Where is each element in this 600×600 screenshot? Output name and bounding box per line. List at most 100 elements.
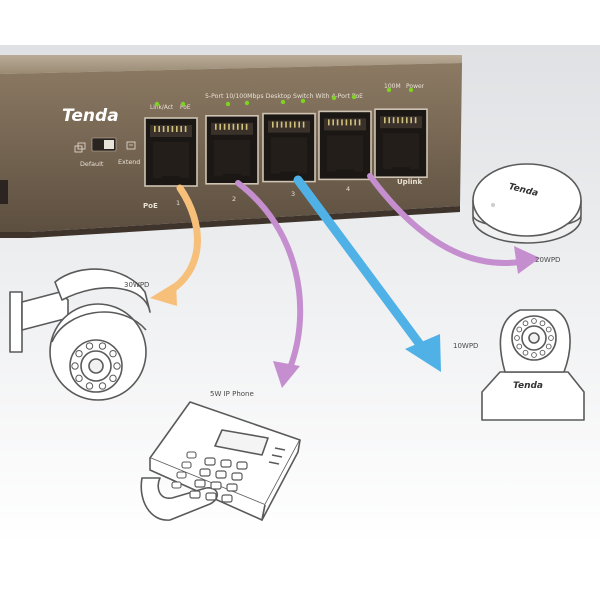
- port-pin: [298, 121, 300, 128]
- phone-key: [236, 461, 248, 470]
- led: [331, 95, 337, 101]
- arrow-port4-head: [514, 246, 540, 274]
- port-cavity: [214, 139, 250, 176]
- port-pin: [332, 119, 334, 126]
- port-pin: [384, 117, 386, 124]
- port-pin: [285, 121, 287, 128]
- ir-led: [113, 362, 121, 370]
- port-pin: [219, 123, 221, 130]
- ir-led: [98, 342, 107, 350]
- phone-key: [204, 457, 216, 466]
- port-pin: [176, 126, 178, 132]
- phone-keypad: [171, 451, 248, 503]
- ir-led: [545, 326, 552, 333]
- port-cavity: [153, 142, 189, 178]
- phone-key: [210, 481, 222, 490]
- port-number-3: 3: [291, 190, 295, 198]
- phone-function-key: [171, 481, 182, 489]
- phone-key: [221, 494, 233, 503]
- led-label-power: Power: [406, 83, 425, 90]
- led-label-link: Link/Act: [150, 105, 174, 111]
- port-contacts: [324, 118, 366, 131]
- port-pin: [154, 126, 156, 132]
- led-indicators: [154, 87, 414, 107]
- mode-extend-label: Extend: [118, 158, 140, 166]
- cube-camera-base: [481, 371, 585, 421]
- ir-led: [539, 349, 546, 356]
- phone-display: [214, 429, 269, 456]
- phone-key: [194, 479, 206, 488]
- port-pin: [245, 123, 248, 130]
- port-number-2: 2: [232, 195, 236, 203]
- ethernet-ports: [144, 108, 428, 187]
- arrow-port3-camera: [293, 175, 429, 355]
- port-pin: [354, 119, 356, 126]
- port-pin: [232, 123, 235, 130]
- phone-key: [189, 490, 201, 499]
- port-pin: [184, 126, 187, 132]
- port-cavity: [271, 137, 307, 174]
- ir-led: [85, 342, 94, 350]
- port-pin: [276, 121, 278, 128]
- ir-led: [539, 320, 546, 327]
- ir-led: [71, 362, 79, 370]
- ir-led: [531, 318, 537, 324]
- switch-top: [0, 55, 462, 74]
- access-point-power-label: 20WPD: [535, 256, 560, 264]
- ir-led: [514, 335, 520, 341]
- arrow-port1-head: [150, 282, 177, 306]
- port-pin: [167, 126, 169, 132]
- ptz-camera-power-label: 30WPD: [124, 281, 149, 289]
- port-pin: [171, 126, 174, 132]
- port-pin: [358, 119, 361, 126]
- phone-key: [199, 468, 211, 477]
- led: [351, 94, 357, 100]
- port-pin: [401, 117, 404, 124]
- port-pin: [392, 117, 395, 124]
- port-pin: [350, 119, 352, 126]
- led: [244, 100, 250, 106]
- cube-camera: [481, 309, 585, 421]
- arrow-port4-ap: [367, 173, 523, 266]
- port-pin: [414, 117, 417, 124]
- connection-arrows: [150, 173, 540, 388]
- led: [225, 101, 231, 107]
- ir-led: [516, 326, 523, 333]
- port-pin: [294, 121, 296, 128]
- port-pin: [223, 123, 226, 130]
- ir-led: [98, 382, 107, 390]
- port-pin: [237, 123, 239, 130]
- port-latch: [223, 173, 241, 182]
- cube-camera-power-label: 10WPD: [453, 342, 478, 350]
- uplink-port-label: Uplink: [397, 178, 422, 186]
- port-number-4: 4: [346, 185, 350, 193]
- mode-switch-knob[interactable]: [104, 140, 114, 149]
- extend-mode-icon: [126, 141, 136, 150]
- default-mode-icon: [74, 142, 86, 153]
- port-pin: [406, 117, 408, 124]
- led: [180, 101, 186, 107]
- camera-wall-bracket: [9, 291, 23, 353]
- phone-power-label: 5W IP Phone: [210, 390, 254, 398]
- port-pin: [302, 121, 305, 128]
- arrow-port2-head: [273, 361, 300, 388]
- ir-led: [531, 352, 537, 358]
- port-pin: [272, 121, 274, 128]
- network-switch: Tenda 5-Port 10/100Mbps Desktop Switch W…: [0, 55, 462, 238]
- port-pin: [345, 119, 348, 126]
- ir-led: [522, 320, 529, 327]
- mode-switch[interactable]: [91, 137, 117, 152]
- access-point-body: [472, 163, 582, 237]
- phone-function-key: [186, 451, 197, 459]
- phone-key: [220, 459, 232, 468]
- port-pin: [289, 121, 292, 128]
- cube-camera-ir-leds: [514, 318, 554, 358]
- ip-phone: [140, 401, 301, 521]
- phone-function-key: [176, 471, 187, 479]
- led: [280, 99, 286, 105]
- phone-function-key: [181, 461, 192, 469]
- port-pin: [341, 119, 343, 126]
- ir-led: [85, 382, 94, 390]
- led-label-poe: PoE: [180, 105, 191, 111]
